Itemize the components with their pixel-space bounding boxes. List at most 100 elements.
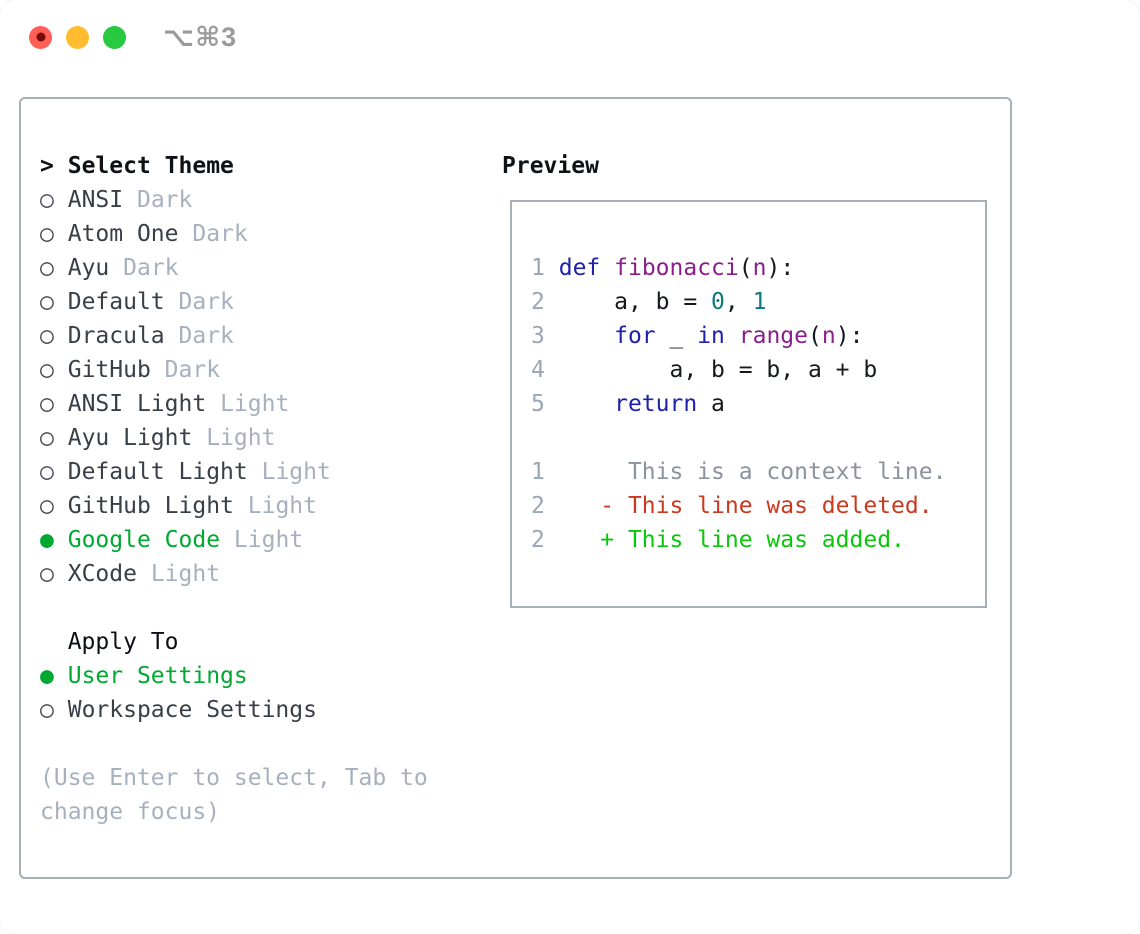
apply-option-label: Workspace Settings xyxy=(67,697,317,723)
code-token: a, b = b, a + b xyxy=(558,357,878,383)
radio-unselected-icon: ○ xyxy=(40,289,54,315)
theme-name-label: ANSI xyxy=(67,187,124,213)
line-number: 5 xyxy=(531,391,545,417)
line-number: 4 xyxy=(531,357,545,383)
zoom-button[interactable] xyxy=(103,25,126,49)
theme-option-ansi[interactable]: ○ ANSI Dark xyxy=(40,183,428,217)
theme-name-label: Atom One xyxy=(67,221,179,247)
code-line: 1 def fibonacci(n): xyxy=(531,251,985,285)
theme-list-column: > Select Theme ○ ANSI Dark○ Atom One Dar… xyxy=(40,149,428,829)
code-token: n xyxy=(821,323,836,349)
theme-option-atom-one[interactable]: ○ Atom One Dark xyxy=(40,217,428,251)
code-token: a xyxy=(697,391,725,417)
preview-column: Preview 1 def fibonacci(n): 2 a, b = 0, 1… xyxy=(502,149,987,608)
code-token: range xyxy=(738,323,809,349)
code-line: 3 for _ in range(n): xyxy=(531,319,985,353)
line-number: 3 xyxy=(531,323,545,349)
radio-selected-icon: ● xyxy=(40,527,54,553)
diff-line-added: 2 + This line was added. xyxy=(531,523,985,557)
theme-variant-label: Dark xyxy=(192,221,248,247)
theme-variant-label: Light xyxy=(247,493,317,519)
apply-option-label: User Settings xyxy=(67,663,248,689)
theme-variant-label: Light xyxy=(261,459,331,485)
theme-variant-label: Dark xyxy=(178,289,234,315)
code-token: ( xyxy=(738,255,753,281)
apply-to-label: Apply To xyxy=(67,629,179,655)
theme-option-dracula[interactable]: ○ Dracula Dark xyxy=(40,319,428,353)
radio-unselected-icon: ○ xyxy=(40,493,54,519)
theme-name-label: Ayu xyxy=(67,255,110,281)
diff-text: - This line was deleted. xyxy=(544,493,933,519)
keyboard-hint: (Use Enter to select, Tab to change focu… xyxy=(40,761,428,829)
theme-variant-label: Light xyxy=(206,425,276,451)
line-number: 2 xyxy=(531,493,545,519)
radio-unselected-icon: ○ xyxy=(40,391,54,417)
diff-line-deleted: 2 - This line was deleted. xyxy=(531,489,985,523)
apply-to-list: ● User Settings○ Workspace Settings xyxy=(40,659,428,727)
theme-name-label: Google Code xyxy=(67,527,221,553)
radio-unselected-icon: ○ xyxy=(40,187,54,213)
select-theme-label: Select Theme xyxy=(67,153,234,179)
minimize-button[interactable] xyxy=(66,25,89,49)
hint-line-2: change focus) xyxy=(40,799,221,825)
theme-option-github[interactable]: ○ GitHub Dark xyxy=(40,353,428,387)
apply-option-workspace-settings[interactable]: ○ Workspace Settings xyxy=(40,693,428,727)
apply-to-header: Apply To xyxy=(40,625,428,659)
code-token: ): xyxy=(766,255,795,281)
theme-option-ayu-light[interactable]: ○ Ayu Light Light xyxy=(40,421,428,455)
radio-unselected-icon: ○ xyxy=(40,221,54,247)
theme-name-label: Default xyxy=(67,289,165,315)
preview-title: Preview xyxy=(502,153,599,179)
hint-line-1: (Use Enter to select, Tab to xyxy=(40,765,428,791)
theme-variant-label: Dark xyxy=(178,323,234,349)
diff-line-context: 1 This is a context line. xyxy=(531,455,985,489)
code-token xyxy=(725,323,739,349)
theme-option-xcode[interactable]: ○ XCode Light xyxy=(40,557,428,591)
theme-list: ○ ANSI Dark○ Atom One Dark○ Ayu Dark○ De… xyxy=(40,183,428,591)
theme-option-ansi-light[interactable]: ○ ANSI Light Light xyxy=(40,387,428,421)
preview-box: 1 def fibonacci(n): 2 a, b = 0, 1 3 for _ … xyxy=(510,200,987,608)
theme-name-label: Ayu Light xyxy=(67,425,193,451)
code-token: fibonacci xyxy=(614,255,739,281)
radio-selected-icon: ● xyxy=(40,663,54,689)
line-number: 1 xyxy=(531,255,545,281)
code-token: 0 xyxy=(711,289,725,315)
apply-option-user-settings[interactable]: ● User Settings xyxy=(40,659,428,693)
code-token xyxy=(600,255,614,281)
theme-variant-label: Light xyxy=(233,527,304,553)
radio-unselected-icon: ○ xyxy=(40,697,54,723)
code-token xyxy=(559,323,614,349)
theme-name-label: Default Light xyxy=(67,459,248,485)
theme-option-github-light[interactable]: ○ GitHub Light Light xyxy=(40,489,428,523)
code-token: 1 xyxy=(752,289,767,315)
code-token xyxy=(559,391,614,417)
theme-name-label: XCode xyxy=(67,561,137,587)
radio-unselected-icon: ○ xyxy=(40,561,54,587)
code-token: for xyxy=(614,323,656,349)
code-token: ): xyxy=(835,323,864,349)
blank-line xyxy=(531,421,985,455)
theme-name-label: ANSI Light xyxy=(67,391,207,417)
theme-option-google-code[interactable]: ● Google Code Light xyxy=(40,523,428,557)
theme-option-default-light[interactable]: ○ Default Light Light xyxy=(40,455,428,489)
radio-unselected-icon: ○ xyxy=(40,323,54,349)
code-token: a, b = xyxy=(558,289,712,315)
line-number: 2 xyxy=(531,527,545,553)
theme-option-default[interactable]: ○ Default Dark xyxy=(40,285,428,319)
code-token: in xyxy=(697,323,725,349)
theme-option-ayu[interactable]: ○ Ayu Dark xyxy=(40,251,428,285)
window-title: ⌥⌘3 xyxy=(163,22,238,52)
theme-variant-label: Dark xyxy=(136,187,193,213)
code-token: , xyxy=(724,289,753,315)
select-theme-header: > Select Theme xyxy=(40,149,428,183)
theme-variant-label: Light xyxy=(150,561,221,587)
code-token: ( xyxy=(808,323,822,349)
theme-variant-label: Dark xyxy=(164,357,221,383)
close-button[interactable] xyxy=(29,25,52,49)
theme-name-label: GitHub xyxy=(67,357,151,383)
radio-unselected-icon: ○ xyxy=(40,255,54,281)
theme-name-label: Dracula xyxy=(67,323,165,349)
radio-unselected-icon: ○ xyxy=(40,357,54,383)
line-number: 1 xyxy=(531,459,545,485)
titlebar xyxy=(29,25,140,49)
